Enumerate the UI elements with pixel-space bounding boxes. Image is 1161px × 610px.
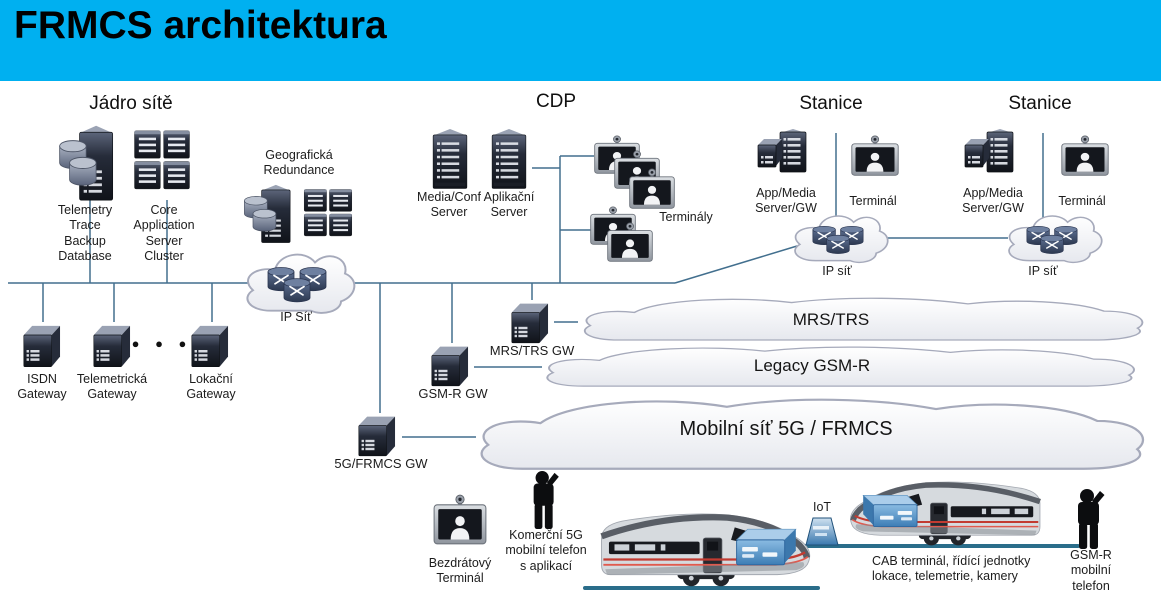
gateway-ellipsis: ● ● ● — [131, 336, 193, 351]
mobile-5g-cloud-label: Mobilní síť 5G / FRMCS — [679, 418, 893, 440]
station1-ip-network-cloud — [794, 215, 889, 264]
station1-cloud-label: IP síť — [822, 264, 852, 278]
gsm-r-gw-label: GSM-R GW — [418, 386, 488, 401]
station2-ip-network-cloud — [1008, 215, 1103, 264]
telemetry-gateway-icon — [93, 325, 131, 368]
telemetry-server-label: Telemetry Trace Backup Database — [57, 203, 113, 263]
wireless-terminal-label: Bezdrátový Terminál — [428, 556, 492, 586]
telemetry-gateway-label: Telemetrická Gateway — [76, 372, 148, 402]
commercial-5g-person-icon — [533, 470, 559, 530]
5g-frmcs-gw-icon — [358, 416, 396, 457]
page-title: FRMCS architektura — [14, 4, 387, 47]
core-cluster-label: Core Application Server Cluster — [133, 203, 195, 263]
legacy-gsmr-cloud-label: Legacy GSM-R — [753, 356, 871, 375]
5g-frmcs-gw-label: 5G/FRMCS GW — [334, 456, 428, 471]
iot-device-icon — [805, 517, 839, 546]
train-left-icon — [602, 514, 810, 586]
media-conf-server-icon — [432, 128, 468, 189]
track-lines — [583, 544, 1080, 590]
station2-terminal-icon — [1061, 135, 1109, 176]
station2-app-media-server-icon — [964, 128, 1014, 173]
app-server-label: Aplikační Server — [483, 190, 535, 220]
gsm-r-gw-icon — [431, 346, 469, 387]
station1-terminal-label: Terminál — [849, 194, 897, 208]
train-right-icon — [851, 482, 1040, 545]
station1-section-title: Stanice — [799, 93, 863, 114]
geo-redundancy-label: Geografická Redundance — [263, 148, 335, 178]
geo-redundancy-database-icon — [244, 184, 291, 243]
wireless-terminal-icon — [433, 494, 487, 545]
media-conf-server-label: Media/Conf Server — [417, 190, 481, 220]
gsm-r-person-icon — [1078, 489, 1105, 549]
core-ip-cloud-label: IP Síť — [280, 310, 312, 324]
station2-terminal-label: Terminál — [1058, 194, 1106, 208]
station1-terminal-icon — [851, 135, 899, 176]
core-section-title: Jádro sítě — [89, 93, 173, 114]
core-ip-network-cloud — [246, 253, 356, 314]
station2-server-label: App/Media Server/GW — [962, 186, 1024, 216]
mrs-trs-gw-label: MRS/TRS GW — [489, 343, 575, 358]
mrs-trs-cloud-label: MRS/TRS — [792, 310, 870, 329]
core-application-cluster-icon — [134, 130, 190, 190]
station1-app-media-server-icon — [757, 128, 807, 173]
iot-label: IoT — [812, 500, 832, 514]
commercial-phone-label: Komerční 5G mobilní telefon s aplikací — [505, 528, 587, 573]
title-bar: FRMCS architektura — [0, 0, 1161, 81]
geo-redundancy-cluster-icon — [303, 189, 353, 237]
cab-terminal-label: CAB terminál, řídící jednotky lokace, te… — [872, 554, 1031, 584]
app-server-icon — [491, 128, 527, 189]
cdp-section-title: CDP — [535, 91, 577, 112]
station2-section-title: Stanice — [1008, 93, 1072, 114]
telemetry-database-server-icon — [59, 125, 114, 201]
gsmr-phone-label: GSM-R mobilní telefon — [1070, 548, 1112, 593]
station2-cloud-label: IP síť — [1028, 264, 1058, 278]
mrs-trs-gw-icon — [511, 303, 549, 344]
location-gateway-icon — [191, 325, 229, 368]
isdn-gateway-label: ISDN Gateway — [17, 372, 67, 402]
location-gateway-label: Lokační Gateway — [186, 372, 236, 402]
isdn-gateway-icon — [23, 325, 61, 368]
terminals-label: Terminály — [659, 210, 713, 224]
station1-server-label: App/Media Server/GW — [755, 186, 817, 216]
